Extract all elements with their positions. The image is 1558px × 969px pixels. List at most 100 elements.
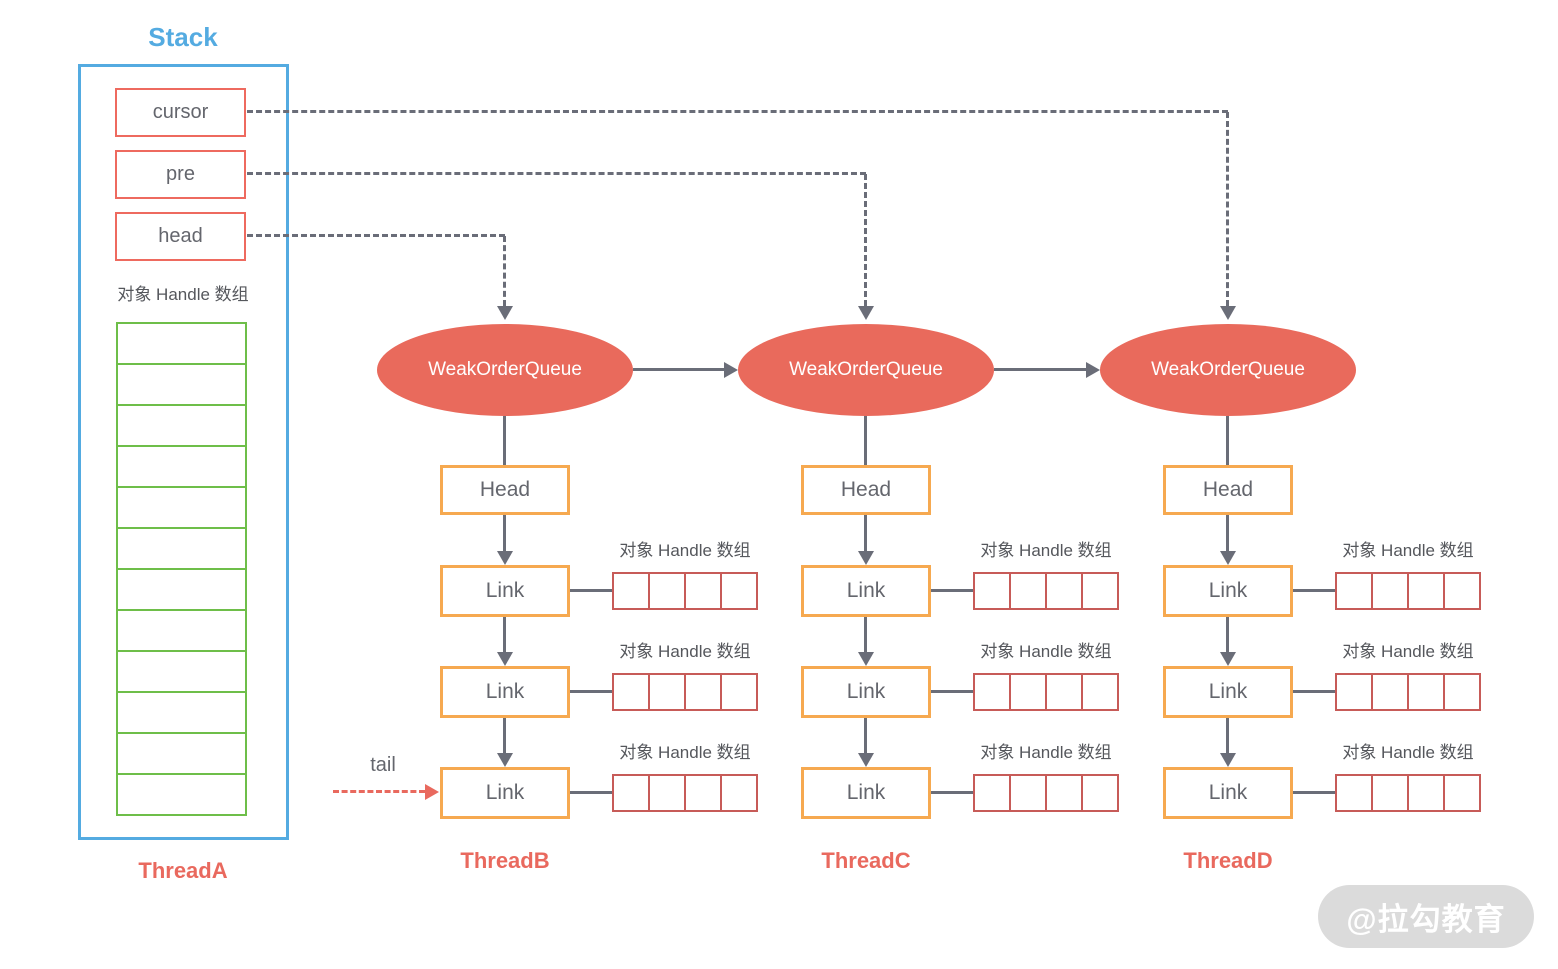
queue-b-to-c-line	[633, 368, 724, 371]
handle-array	[973, 774, 1119, 812]
array-cell	[1335, 572, 1373, 610]
queue-c-to-d-arrowhead-icon	[1086, 362, 1100, 378]
handle-array-label: 对象 Handle 数组	[1342, 642, 1474, 661]
arrowhead-icon	[1220, 753, 1236, 767]
array-cell	[1335, 774, 1373, 812]
thread-c-head-box: Head	[801, 465, 931, 515]
handle-array	[1335, 774, 1481, 812]
array-cell	[1009, 572, 1047, 610]
cursor-dashed-line-h	[247, 110, 1228, 113]
thread-b-column: WeakOrderQueue Head Link Link Link 对象 Ha…	[377, 0, 758, 969]
array-cell	[684, 673, 722, 711]
thread-d-head-box: Head	[1163, 465, 1293, 515]
array-cell	[116, 568, 247, 611]
thread-b-weakorderqueue: WeakOrderQueue	[377, 324, 633, 416]
array-cell	[1081, 774, 1119, 812]
link-array-line	[570, 690, 612, 693]
thread-b-link-1: Link	[440, 565, 570, 617]
link-array-line	[1293, 690, 1335, 693]
array-cell	[720, 572, 758, 610]
handle-array-label: 对象 Handle 数组	[1342, 541, 1474, 560]
array-cell	[116, 363, 247, 406]
pre-dashed-line-h	[247, 172, 866, 175]
connector-line	[503, 416, 506, 465]
handle-array-label: 对象 Handle 数组	[619, 541, 751, 560]
array-cell	[116, 691, 247, 734]
connector-line	[1226, 416, 1229, 465]
array-cell	[612, 673, 650, 711]
connector-line	[864, 515, 867, 551]
array-cell	[1443, 774, 1481, 812]
array-cell	[1045, 673, 1083, 711]
array-cell	[612, 774, 650, 812]
array-cell	[116, 650, 247, 693]
handle-array	[1335, 572, 1481, 610]
array-cell	[1335, 673, 1373, 711]
tail-dashed-line	[333, 790, 425, 793]
connector-line	[864, 617, 867, 652]
thread-c-weakorderqueue: WeakOrderQueue	[738, 324, 994, 416]
array-cell	[1371, 673, 1409, 711]
array-cell	[973, 572, 1011, 610]
handle-array	[973, 673, 1119, 711]
arrowhead-icon	[1220, 551, 1236, 565]
connector-line	[503, 617, 506, 652]
thread-c-link-3: Link	[801, 767, 931, 819]
thread-d-label: ThreadD	[1183, 848, 1273, 873]
array-cell	[1371, 774, 1409, 812]
stack-pointer-cursor: cursor	[115, 88, 246, 137]
array-cell	[1443, 572, 1481, 610]
connector-line	[864, 718, 867, 753]
arrowhead-icon	[858, 551, 874, 565]
array-cell	[720, 774, 758, 812]
array-cell	[648, 572, 686, 610]
thread-c-column: WeakOrderQueue Head Link Link Link 对象 Ha…	[738, 0, 1119, 969]
handle-array-label: 对象 Handle 数组	[980, 743, 1112, 762]
head-arrowhead-icon	[497, 306, 513, 320]
handle-array-label: 对象 Handle 数组	[980, 541, 1112, 560]
array-cell	[1081, 673, 1119, 711]
arrowhead-icon	[497, 753, 513, 767]
link-array-line	[931, 690, 973, 693]
arrowhead-icon	[497, 652, 513, 666]
array-cell	[116, 732, 247, 775]
handle-array	[612, 673, 758, 711]
thread-b-label: ThreadB	[460, 848, 550, 873]
thread-d-link-3: Link	[1163, 767, 1293, 819]
array-cell	[720, 673, 758, 711]
arrowhead-icon	[858, 652, 874, 666]
thread-c-label: ThreadC	[821, 848, 911, 873]
head-dashed-line-h	[247, 234, 505, 237]
array-cell	[116, 609, 247, 652]
thread-b-link-2: Link	[440, 666, 570, 718]
cursor-arrowhead-icon	[1220, 306, 1236, 320]
connector-line	[503, 718, 506, 753]
link-array-line	[570, 589, 612, 592]
thread-d-weakorderqueue: WeakOrderQueue	[1100, 324, 1356, 416]
array-cell	[1045, 572, 1083, 610]
link-array-line	[570, 791, 612, 794]
queue-b-to-c-arrowhead-icon	[724, 362, 738, 378]
head-dashed-line-v	[503, 236, 506, 306]
handle-array	[973, 572, 1119, 610]
connector-line	[1226, 718, 1229, 753]
handle-array-label: 对象 Handle 数组	[980, 642, 1112, 661]
array-cell	[116, 527, 247, 570]
stack-pointer-pre: pre	[115, 150, 246, 199]
arrowhead-icon	[1220, 652, 1236, 666]
array-cell	[116, 445, 247, 488]
link-array-line	[931, 791, 973, 794]
watermark-badge: @拉勾教育	[1318, 885, 1534, 948]
thread-a-label: ThreadA	[138, 858, 228, 883]
stack-pointer-head: head	[115, 212, 246, 261]
stack-title: Stack	[148, 22, 218, 52]
link-array-line	[1293, 589, 1335, 592]
thread-d-column: WeakOrderQueue Head Link Link Link 对象 Ha…	[1100, 0, 1481, 969]
array-cell	[1009, 774, 1047, 812]
cursor-dashed-line-v	[1226, 112, 1229, 306]
handle-array-label: 对象 Handle 数组	[619, 743, 751, 762]
thread-d-link-1: Link	[1163, 565, 1293, 617]
connector-line	[1226, 617, 1229, 652]
array-cell	[116, 773, 247, 816]
